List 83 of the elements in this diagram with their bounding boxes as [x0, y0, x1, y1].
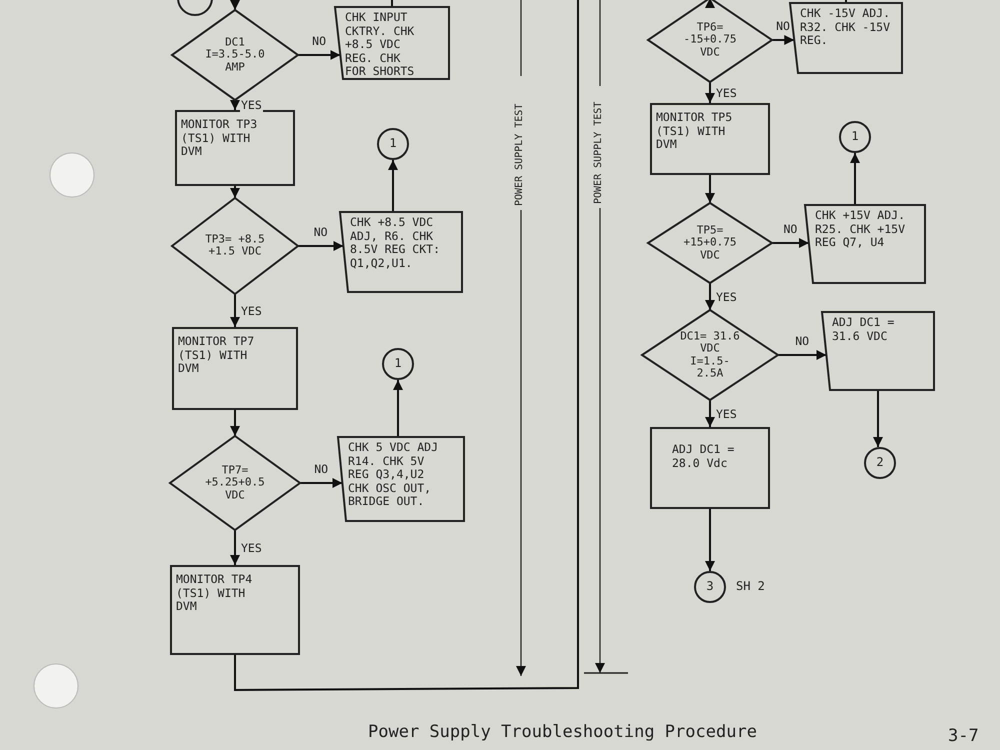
decision-diamond	[648, 203, 772, 283]
flow-arrow	[778, 350, 826, 360]
process-box	[650, 103, 770, 175]
edge-label: YES	[715, 290, 738, 304]
flow-arrow	[230, 186, 240, 198]
decision-text: DC1 I=3.5-5.0 AMP	[204, 36, 266, 74]
edge-label: NO	[775, 20, 791, 33]
flow-arrow	[850, 153, 860, 205]
step-text: MONITOR TP4 (TS1) WITH DVM	[176, 573, 254, 614]
flow-arrow	[705, 82, 715, 103]
connector-circle	[694, 571, 726, 603]
flow-arrow	[705, 283, 715, 310]
edge-label: YES	[240, 304, 263, 318]
action-box	[805, 205, 925, 283]
step-text: MONITOR TP7 (TS1) WITH DVM	[178, 335, 256, 376]
step-text: CHK +15V ADJ. R25. CHK +15V REG Q7, U4	[815, 209, 906, 250]
edge-label: NO	[312, 226, 329, 239]
step-text: CHK 5 VDC ADJ R14. CHK 5V REG Q3,4,U2 CHK OSC OUT, BRIDGE OUT.	[348, 441, 440, 509]
flow-arrow	[393, 380, 403, 437]
decision-text: TP6= -15+0.75 VDC	[682, 22, 738, 58]
connector-number: 3	[705, 579, 715, 594]
flow-arrow	[705, 509, 715, 571]
flow-arrow	[772, 238, 809, 248]
connector-circle	[839, 121, 871, 153]
flow-arrow	[772, 35, 794, 45]
process-box	[175, 110, 295, 186]
action-box	[335, 7, 449, 79]
flow-arrow	[230, 294, 240, 327]
decision-diamond	[172, 10, 298, 100]
decision-diamond	[170, 436, 300, 530]
decision-text: TP7= +5.25+0.5 VDC	[204, 464, 266, 502]
flow-arrow	[230, 0, 240, 10]
step-text: ADJ DC1 = 31.6 VDC	[832, 316, 896, 344]
page-number: 3-7	[948, 726, 979, 746]
edge-label: NO	[313, 463, 330, 476]
decision-text: TP3= +8.5 +1.5 VDC	[204, 234, 266, 258]
edge-label: YES	[240, 542, 263, 554]
flow-arrow	[298, 241, 344, 251]
edge-label: YES	[715, 86, 738, 100]
flow-arrow	[298, 50, 340, 60]
connector-circle	[377, 128, 409, 160]
connector-number: 1	[388, 136, 398, 150]
flow-arrow	[230, 100, 240, 110]
sheet-reference: SH 2	[736, 579, 765, 593]
flow-arrow	[388, 160, 398, 212]
action-box	[340, 212, 462, 292]
action-box	[822, 312, 934, 390]
edge-label: YES	[715, 408, 738, 420]
process-box	[650, 427, 770, 509]
edge-label: NO	[794, 335, 810, 348]
bracket-label: POWER SUPPLY TEST	[514, 104, 525, 206]
flow-arrow	[705, 400, 715, 427]
process-box	[170, 565, 300, 655]
step-text: MONITOR TP3 (TS1) WITH DVM	[181, 118, 258, 159]
decision-text: TP5= +15+0.75 VDC	[682, 224, 738, 262]
flow-arrow	[300, 478, 342, 488]
process-box	[172, 327, 298, 410]
flow-arrow	[705, 0, 715, 8]
connector-circle	[382, 348, 414, 380]
flow-arrow	[873, 390, 883, 447]
connector-number: 1	[393, 356, 403, 370]
action-box	[790, 3, 902, 73]
caption: Power Supply Troubleshooting Procedure	[368, 722, 757, 742]
action-box	[338, 437, 464, 521]
decision-diamond	[642, 310, 778, 400]
decision-diamond	[648, 0, 772, 82]
flow-arrow	[705, 175, 715, 203]
connector-circle	[864, 447, 896, 479]
edge-label: YES	[240, 99, 263, 112]
connector-number: 2	[875, 455, 885, 470]
decision-diamond	[172, 198, 298, 294]
flow-arrow	[230, 410, 240, 436]
decision-text: DC1= 31.6 VDC I=1.5- 2.5A	[679, 330, 741, 380]
bracket-label: POWER SUPPLY TEST	[593, 102, 604, 204]
step-text: ADJ DC1 = 28.0 Vdc	[672, 443, 736, 470]
step-text: CHK INPUT CKTRY. CHK +8.5 VDC REG. CHK FOR SHORTS	[345, 11, 416, 79]
connector-number: 1	[850, 129, 860, 144]
edge-label: NO	[311, 35, 328, 48]
step-text: MONITOR TP5 (TS1) WITH DVM	[656, 111, 734, 152]
step-text: CHK +8.5 VDC ADJ, R6. CHK 8.5V REG CKT: Q1,Q2,U1.	[350, 216, 440, 270]
flow-arrow	[230, 530, 240, 565]
edge-label: NO	[782, 223, 798, 236]
step-text: CHK -15V ADJ. R32. CHK -15V REG.	[800, 7, 892, 48]
